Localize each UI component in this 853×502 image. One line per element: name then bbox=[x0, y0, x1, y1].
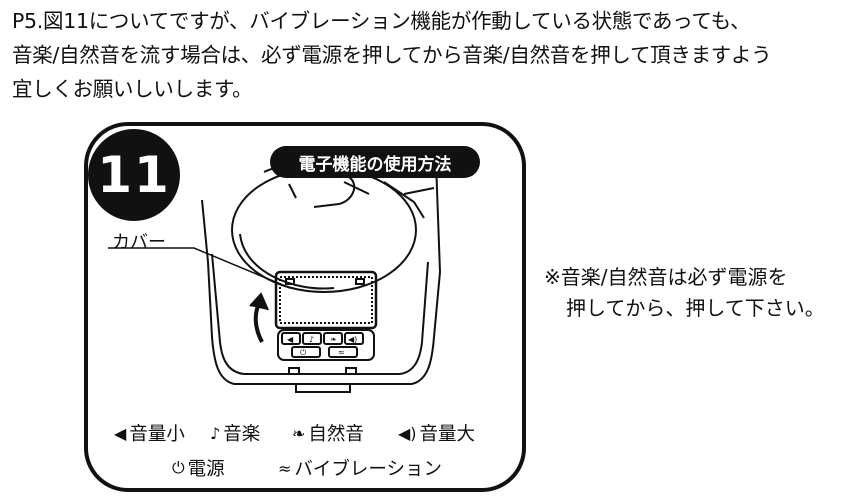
svg-text:♪: ♪ bbox=[309, 335, 314, 344]
intro-line-2: 音楽/自然音を流す場合は、必ず電源を押してから音楽/自然音を押して頂きますよう bbox=[12, 43, 772, 67]
legend-vibration: ≈ バイブレーション bbox=[278, 458, 443, 481]
svg-text:❧: ❧ bbox=[330, 335, 337, 344]
cover-label: カバー bbox=[112, 232, 166, 253]
legend-music: ♪ 音楽 bbox=[210, 423, 261, 446]
legend-power: ⏻ 電源 bbox=[172, 458, 225, 480]
volume-up-icon: ◀) bbox=[398, 423, 417, 443]
legend-volume-up: ◀) 音量大 bbox=[398, 423, 476, 446]
figure-title: 電子機能の使用方法 bbox=[270, 146, 480, 178]
note-line-1: ※音楽/自然音は必ず電源を bbox=[544, 265, 788, 289]
power-icon: ⏻ bbox=[172, 458, 185, 477]
music-note-icon: ♪ bbox=[210, 423, 221, 443]
figure-number-badge: 11 bbox=[88, 129, 180, 221]
svg-text:⏻: ⏻ bbox=[300, 348, 307, 357]
svg-text:◀: ◀ bbox=[287, 335, 294, 344]
intro-text: P5.図11についてですが、バイブレーション機能が作動している状態であっても、 … bbox=[12, 4, 847, 106]
caution-note: ※音楽/自然音は必ず電源を 押してから、押して下さい。 bbox=[544, 262, 825, 324]
legend-nature: ❧ 自然音 bbox=[292, 423, 364, 446]
volume-down-icon: ◀ bbox=[114, 423, 127, 443]
intro-line-1: P5.図11についてですが、バイブレーション機能が作動している状態であっても、 bbox=[12, 9, 751, 33]
note-line-2: 押してから、押して下さい。 bbox=[566, 296, 825, 320]
vibration-icon: ≈ bbox=[278, 458, 292, 478]
svg-text:≈: ≈ bbox=[338, 348, 345, 357]
legend-volume-down: ◀ 音量小 bbox=[114, 423, 185, 446]
svg-text:◀): ◀) bbox=[348, 335, 357, 344]
leaf-icon: ❧ bbox=[292, 423, 306, 443]
intro-line-3: 宜しくお願いしいします。 bbox=[12, 77, 253, 101]
